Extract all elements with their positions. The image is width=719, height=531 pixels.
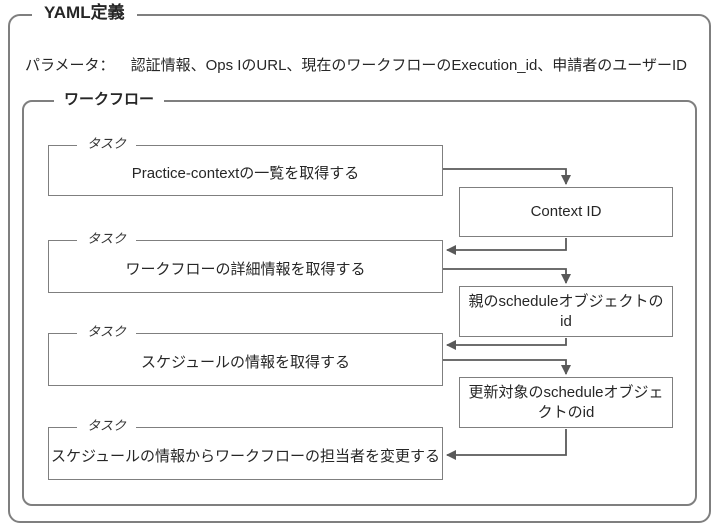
- data-box-label: Context ID: [530, 203, 602, 221]
- task-label: ワークフローの詳細情報を取得する: [125, 261, 366, 278]
- parameters-line: パラメータ： 認証情報、Ops IのURL、現在のワークフローのExecutio…: [25, 54, 705, 75]
- task-tag-label: タスク: [77, 231, 137, 247]
- data-box-context-id: Context ID: [459, 187, 673, 237]
- parameters-value: 認証情報、Ops IのURL、現在のワークフローのExecution_id、申請…: [130, 57, 688, 74]
- task-tag-label: タスク: [77, 136, 137, 152]
- workflow-group-box: ワークフロー: [22, 91, 697, 506]
- task-label: スケジュールの情報を取得する: [141, 354, 350, 371]
- task-label: Practice-contextの一覧を取得する: [131, 165, 360, 182]
- task-label: スケジュールの情報からワークフローの担当者を変更する: [51, 448, 440, 465]
- task-box-get-workflow-details: タスク ワークフローの詳細情報を取得する: [48, 231, 443, 293]
- task-tag-label: タスク: [77, 418, 137, 434]
- data-box-parent-schedule-object-id: 親のscheduleオブジェクトのid: [459, 286, 673, 337]
- task-box-change-workflow-assignee: タスク スケジュールの情報からワークフローの担当者を変更する: [48, 418, 443, 480]
- task-box-get-schedule-info: タスク スケジュールの情報を取得する: [48, 324, 443, 386]
- yaml-definition-group-box: YAML定義: [8, 3, 711, 523]
- yaml-definition-label: YAML定義: [32, 3, 137, 24]
- task-tag-label: タスク: [77, 324, 137, 340]
- data-box-label: 親のscheduleオブジェクトのid: [468, 293, 664, 330]
- data-box-label: 更新対象のscheduleオブジェクトのid: [468, 384, 664, 421]
- parameters-label: パラメータ：: [25, 57, 115, 74]
- workflow-label: ワークフロー: [54, 91, 165, 109]
- task-box-get-practice-context-list: タスク Practice-contextの一覧を取得する: [48, 136, 443, 196]
- data-box-target-schedule-object-id: 更新対象のscheduleオブジェクトのid: [459, 377, 673, 428]
